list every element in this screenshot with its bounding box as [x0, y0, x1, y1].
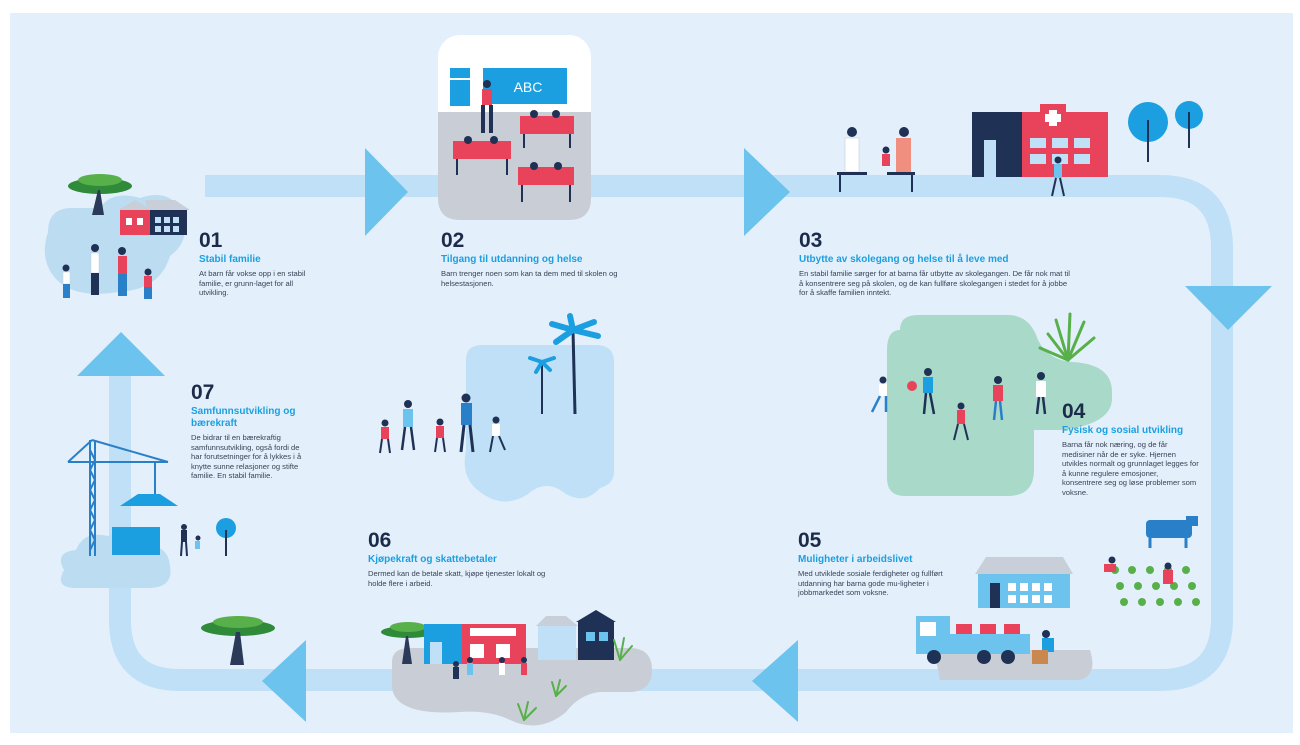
step-title: Tilgang til utdanning og helse	[441, 254, 583, 265]
worker-icon	[1032, 630, 1054, 664]
tree-icon	[1128, 101, 1203, 162]
hospital-icon	[972, 104, 1108, 177]
step-description: Barn trenger noen som kan ta dem med til…	[441, 269, 618, 288]
step-title: Muligheter i arbeidslivet	[798, 554, 913, 565]
step-title: Kjøpekraft og skattebetaler	[368, 554, 497, 565]
shoppers-icon	[453, 657, 527, 679]
step-description: Dermed kan de betale skatt, kjøpe tjenes…	[368, 569, 546, 588]
flow-path	[109, 175, 1233, 691]
family-small-icon	[180, 518, 236, 557]
step-number: 03	[799, 229, 823, 252]
tree-icon	[381, 622, 435, 664]
desks-icon	[453, 116, 574, 185]
step-number: 07	[191, 381, 215, 404]
building-block-icon	[112, 494, 178, 555]
children-playing-icon	[379, 393, 506, 454]
grass-plant-icon	[1038, 312, 1096, 362]
kids-playing-icon	[870, 368, 1047, 441]
step-title: Fysisk og sosial utvikling	[1062, 425, 1184, 436]
step-01: 01 Stabil familie At barn får vokse opp …	[199, 230, 317, 298]
step-number: 06	[368, 529, 392, 552]
step-03: 03 Utbytte av skolegang og helse til å l…	[799, 230, 1071, 298]
child-icon	[1051, 156, 1065, 197]
step-description: Barna får nok næring, og de får medisine…	[1062, 440, 1199, 497]
step-description: At barn får vokse opp i en stabil famili…	[199, 269, 306, 298]
arrow-right-icon	[744, 148, 790, 236]
doctor-patient-icon	[837, 127, 915, 192]
tree-icon	[68, 174, 132, 215]
step-06: 06 Kjøpekraft og skattebetaler Dermed ka…	[368, 530, 558, 588]
step-title: Utbytte av skolegang og helse til å leve…	[799, 254, 1009, 265]
crane-icon	[67, 439, 169, 556]
step-description: Med utviklede sosiale ferdigheter og ful…	[798, 569, 943, 598]
cow-icon	[1146, 516, 1198, 548]
family-people-icon	[62, 244, 152, 299]
house-icon	[118, 200, 190, 235]
step-description: De bidrar til en bærekraftig samfunnsutv…	[191, 433, 302, 481]
tree-icon	[201, 616, 275, 665]
playground-blob	[464, 345, 614, 502]
truck-icon	[916, 616, 1030, 664]
arrow-up-icon	[77, 332, 165, 376]
step-number: 04	[1062, 400, 1086, 423]
blackboard-text: ABC	[514, 79, 543, 95]
step-07: 07 Samfunnsutvikling og bærekraft De bid…	[191, 382, 309, 481]
crops-icon	[1111, 566, 1200, 606]
step-number: 01	[199, 229, 223, 252]
grass-plant-icon	[517, 637, 633, 721]
farmer-icon	[1104, 556, 1173, 584]
step-description: En stabil familie sørger for at barna få…	[799, 269, 1070, 298]
arrow-right-icon	[365, 148, 408, 236]
step-02: 02 Tilgang til utdanning og helse Barn t…	[441, 230, 621, 288]
arrow-down-icon	[1185, 286, 1272, 330]
workshop-building-icon	[975, 557, 1073, 608]
step-title: Samfunnsutvikling og bærekraft	[191, 406, 296, 429]
shops-icon	[424, 610, 616, 664]
step-number: 05	[798, 529, 822, 552]
arrow-left-icon	[262, 640, 306, 722]
palm-tree-icon	[528, 313, 601, 415]
step-05: 05 Muligheter i arbeidslivet Med utvikle…	[798, 530, 960, 598]
step-number: 02	[441, 229, 465, 252]
step-title: Stabil familie	[199, 254, 261, 265]
step-04: 04 Fysisk og sosial utvikling Barna får …	[1062, 401, 1200, 498]
teacher-icon	[481, 80, 493, 133]
arrow-left-icon	[752, 640, 798, 722]
blackboard	[483, 68, 567, 104]
